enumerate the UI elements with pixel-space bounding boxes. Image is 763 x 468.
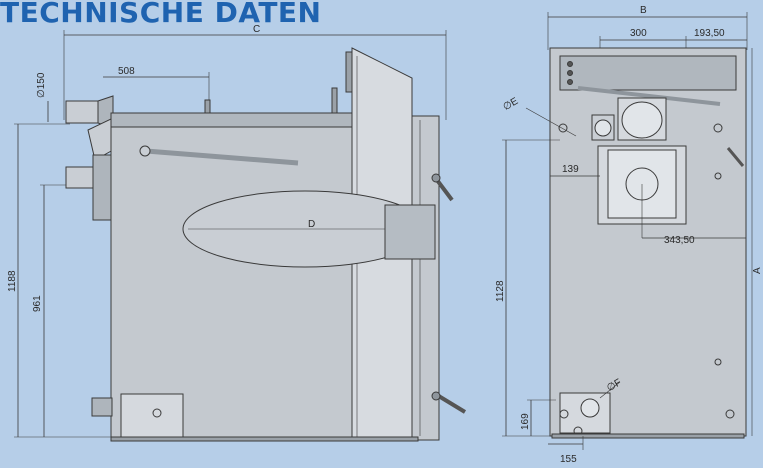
lever-pivot bbox=[139, 145, 151, 157]
mount-hole bbox=[558, 123, 568, 133]
port-e bbox=[594, 119, 612, 137]
flue-opening bbox=[621, 101, 663, 139]
boiler-top-panel bbox=[110, 112, 358, 128]
front-top-panel bbox=[559, 55, 737, 91]
mount-hole bbox=[713, 123, 723, 133]
dimension-label-a: A bbox=[752, 267, 763, 274]
dimension-label-19350: 193,50 bbox=[694, 28, 725, 39]
lever-arm bbox=[145, 148, 299, 166]
boiler-base bbox=[110, 436, 419, 442]
connector-pin bbox=[204, 99, 211, 114]
connector-pin bbox=[331, 87, 338, 114]
flue-pipe bbox=[65, 100, 99, 124]
panel-switches bbox=[345, 51, 353, 93]
dimension-label-169: 169 bbox=[520, 413, 531, 430]
front-base bbox=[551, 433, 745, 439]
dimension-label-b: B bbox=[640, 5, 647, 16]
dimension-label-d: D bbox=[308, 219, 315, 230]
mount-hole bbox=[714, 172, 722, 180]
flue-elbow bbox=[87, 117, 114, 161]
page-title: TECHNISCHE DATEN bbox=[0, 0, 322, 29]
side-view bbox=[14, 30, 467, 442]
status-led bbox=[567, 61, 573, 67]
dimension-label-1188: 1188 bbox=[7, 270, 18, 292]
ash-box-port bbox=[152, 408, 162, 418]
leader-line-f bbox=[599, 381, 621, 399]
dimension-label-300: 300 bbox=[630, 28, 647, 39]
handle-knob bbox=[431, 391, 441, 401]
dimension-label-961: 961 bbox=[32, 295, 43, 312]
dimension-label-34350: 343,50 bbox=[664, 235, 695, 246]
dimension-label-1128: 1128 bbox=[495, 280, 506, 302]
status-led bbox=[567, 70, 573, 76]
port-f bbox=[580, 398, 600, 418]
handle-knob bbox=[431, 173, 441, 183]
dimension-label-508: 508 bbox=[118, 66, 135, 77]
drain-valve bbox=[91, 397, 113, 417]
leader-line-e bbox=[525, 107, 577, 137]
boiler-door bbox=[411, 115, 440, 441]
door-handle-lower bbox=[435, 393, 467, 414]
status-led bbox=[567, 79, 573, 85]
door-handle-upper bbox=[435, 178, 454, 202]
front-view bbox=[502, 12, 753, 450]
boiler-body bbox=[110, 112, 358, 441]
dimension-label-150: ∅150 bbox=[36, 72, 47, 98]
mount-hole bbox=[714, 358, 722, 366]
front-handle bbox=[726, 147, 745, 167]
pipe-manifold bbox=[92, 154, 112, 221]
dimension-label-e: ∅E bbox=[501, 96, 520, 113]
dimension-label-139: 139 bbox=[562, 164, 579, 175]
ash-box bbox=[120, 393, 184, 439]
mount-hole bbox=[725, 409, 735, 419]
dimension-label-c: C bbox=[253, 24, 260, 35]
dimension-label-155: 155 bbox=[560, 454, 577, 465]
door-cross-section bbox=[384, 204, 436, 260]
mount-hole bbox=[559, 409, 569, 419]
front-lever bbox=[577, 86, 721, 106]
